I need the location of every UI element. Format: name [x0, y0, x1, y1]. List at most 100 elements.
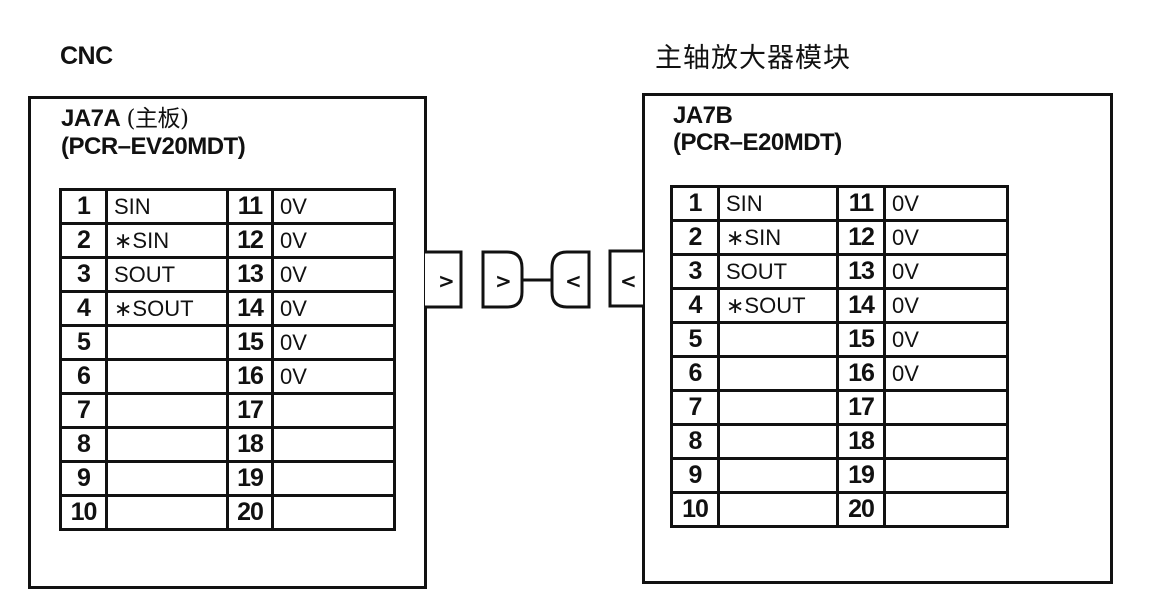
pin-signal [883, 491, 1009, 528]
pin-row: 9 19 [670, 457, 1009, 494]
pin-row: 10 20 [670, 491, 1009, 528]
connector-part-number: (PCR–E20MDT) [673, 129, 842, 156]
pin-number: 6 [59, 358, 108, 395]
pin-number: 7 [670, 389, 720, 426]
cnc-receptacle-arrow: > [438, 269, 455, 293]
pin-number: 15 [226, 324, 274, 361]
pin-number: 10 [670, 491, 720, 528]
pin-number: 5 [670, 321, 720, 358]
amplifier-receptacle [608, 249, 643, 308]
cable-plug-left [481, 250, 524, 309]
pin-number: 20 [226, 494, 274, 531]
pin-signal [271, 392, 396, 429]
pin-number: 18 [226, 426, 274, 463]
pin-number: 10 [59, 494, 108, 531]
pin-number: 9 [59, 460, 108, 497]
amplifier-connector-header: JA7B (PCR–E20MDT) [673, 102, 842, 156]
pin-signal [105, 460, 229, 497]
pin-number: 16 [836, 355, 886, 392]
pin-signal [271, 460, 396, 497]
pin-signal [883, 389, 1009, 426]
pin-signal: 0V [883, 219, 1009, 256]
pin-signal [883, 457, 1009, 494]
pin-number: 16 [226, 358, 274, 395]
pin-number: 17 [226, 392, 274, 429]
connector-name: JA7A [61, 105, 121, 132]
pin-number: 11 [226, 188, 274, 225]
pin-number: 8 [59, 426, 108, 463]
pin-number: 3 [670, 253, 720, 290]
pin-row: 7 17 [670, 389, 1009, 426]
pin-signal [717, 321, 839, 358]
pin-signal: SIN [105, 188, 229, 225]
pin-row: 8 18 [59, 426, 396, 463]
pin-number: 13 [226, 256, 274, 293]
pin-row: 8 18 [670, 423, 1009, 460]
pin-number: 1 [59, 188, 108, 225]
pin-number: 1 [670, 185, 720, 222]
pin-number: 5 [59, 324, 108, 361]
pin-signal: 0V [883, 185, 1009, 222]
cable-plug-right-arrow: < [565, 269, 582, 293]
pin-number: 13 [836, 253, 886, 290]
connector-part-number: (PCR–EV20MDT) [61, 133, 246, 160]
pin-signal: 0V [271, 290, 396, 327]
connector-name: JA7B [673, 102, 733, 129]
pin-number: 8 [670, 423, 720, 460]
pin-number: 15 [836, 321, 886, 358]
pin-number: 20 [836, 491, 886, 528]
pin-signal: 0V [883, 355, 1009, 392]
pin-number: 19 [836, 457, 886, 494]
pin-number: 3 [59, 256, 108, 293]
cable-plug-right [550, 250, 591, 309]
pin-signal: 0V [271, 358, 396, 395]
cnc-connector-header: JA7A (主板) (PCR–EV20MDT) [61, 105, 246, 160]
pin-signal: SIN [717, 185, 839, 222]
cnc-title: CNC [60, 42, 113, 70]
pin-number: 4 [670, 287, 720, 324]
pin-signal [271, 494, 396, 531]
pin-row: 9 19 [59, 460, 396, 497]
spindle-amplifier-module-title: 主轴放大器模块 [655, 43, 851, 74]
pin-number: 17 [836, 389, 886, 426]
amplifier-receptacle-arrow: < [620, 269, 637, 293]
pin-signal [105, 392, 229, 429]
pin-signal: ∗SIN [105, 222, 229, 259]
pin-signal: 0V [883, 287, 1009, 324]
pin-signal [105, 494, 229, 531]
pin-number: 9 [670, 457, 720, 494]
pin-signal: 0V [271, 324, 396, 361]
pin-signal: ∗SOUT [717, 287, 839, 324]
pin-signal [271, 426, 396, 463]
pin-signal [717, 491, 839, 528]
pin-signal: 0V [271, 188, 396, 225]
pin-number: 11 [836, 185, 886, 222]
pin-signal [105, 324, 229, 361]
cable-plug-left-arrow: > [495, 269, 512, 293]
pin-number: 19 [226, 460, 274, 497]
pin-signal: SOUT [717, 253, 839, 290]
pin-signal: 0V [883, 321, 1009, 358]
pin-number: 6 [670, 355, 720, 392]
connector-note: (主板) [126, 106, 189, 132]
pin-signal [717, 355, 839, 392]
pin-number: 4 [59, 290, 108, 327]
pin-number: 2 [670, 219, 720, 256]
pin-row: 10 20 [59, 494, 396, 531]
pin-number: 18 [836, 423, 886, 460]
pin-signal [105, 358, 229, 395]
pin-number: 12 [226, 222, 274, 259]
